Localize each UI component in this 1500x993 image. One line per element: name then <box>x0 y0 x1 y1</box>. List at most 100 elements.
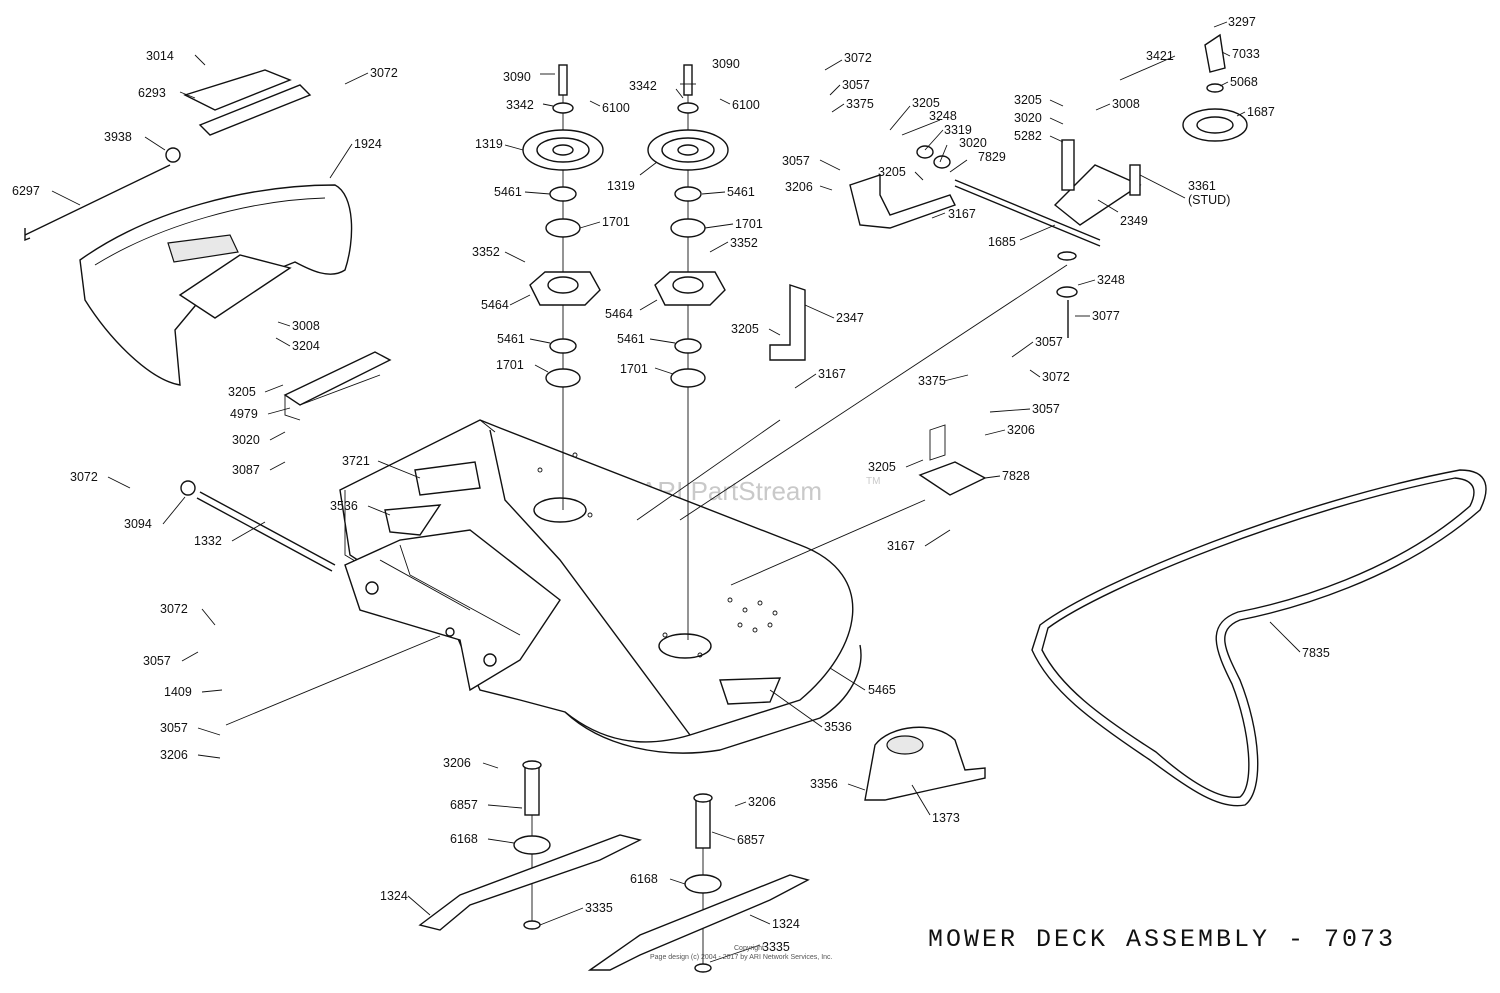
part-label: 3335 <box>585 901 613 915</box>
part-label: 3352 <box>472 245 500 259</box>
copyright-line1: Copyright <box>734 945 764 952</box>
part-label: 1409 <box>164 685 192 699</box>
part-label: 3421 <box>1146 49 1174 63</box>
part-label: 6168 <box>450 832 478 846</box>
part-label: 3057 <box>160 721 188 735</box>
part-label: 1324 <box>380 889 408 903</box>
part-label: 3020 <box>1014 111 1042 125</box>
watermark-tm: TM <box>866 476 880 487</box>
lift-rod <box>180 480 336 572</box>
mount-bracket <box>283 351 392 421</box>
part-label: 3375 <box>846 97 874 111</box>
part-label: 7828 <box>1002 469 1030 483</box>
part-label: 3204 <box>292 339 320 353</box>
part-label: 3536 <box>824 720 852 734</box>
part-label: 3072 <box>370 66 398 80</box>
part-label: 6857 <box>737 833 765 847</box>
leader-lines <box>51 21 1301 963</box>
part-label: 3248 <box>1097 273 1125 287</box>
part-label: 1701 <box>620 362 648 376</box>
belt-guide-bracket <box>769 284 806 361</box>
part-label: 5068 <box>1230 75 1258 89</box>
part-label: 3205 <box>878 165 906 179</box>
part-label: 1687 <box>1247 105 1275 119</box>
part-label: 3206 <box>748 795 776 809</box>
part-label: 6293 <box>138 86 166 100</box>
hinge-plate <box>24 69 312 242</box>
part-label: 3536 <box>330 499 358 513</box>
pivot-bracket <box>849 145 956 229</box>
part-label: 3356 <box>810 777 838 791</box>
blade-assembly-right <box>587 793 810 973</box>
part-label: 3008 <box>1112 97 1140 111</box>
copyright-line2: Page design (c) 2004 - 2017 by ARI Netwo… <box>650 954 833 961</box>
part-label: 3361 <box>1188 179 1216 193</box>
part-label: 5464 <box>605 307 633 321</box>
part-label: 3072 <box>1042 370 1070 384</box>
part-label: 7033 <box>1232 47 1260 61</box>
part-label: 3057 <box>1032 402 1060 416</box>
part-label: 3205 <box>912 96 940 110</box>
assembly-lines <box>225 264 1068 726</box>
part-label: 3205 <box>228 385 256 399</box>
part-label: 6857 <box>450 798 478 812</box>
part-label: 1319 <box>475 137 503 151</box>
part-label: 6100 <box>602 101 630 115</box>
part-label: 1685 <box>988 235 1016 249</box>
part-label: 4979 <box>230 407 258 421</box>
part-label: 3205 <box>731 322 759 336</box>
part-label: 5461 <box>494 185 522 199</box>
part-label: 3090 <box>712 57 740 71</box>
part-label: 5461 <box>727 185 755 199</box>
part-label: 1373 <box>932 811 960 825</box>
part-label: 3020 <box>232 433 260 447</box>
part-label: 3342 <box>629 79 657 93</box>
part-label: 3057 <box>143 654 171 668</box>
part-label: 3319 <box>944 123 972 137</box>
adjuster-bracket <box>918 424 987 496</box>
part-label: 3072 <box>844 51 872 65</box>
belt-cover <box>864 726 986 801</box>
part-label: 1701 <box>602 215 630 229</box>
idler-pulley <box>1182 33 1248 142</box>
part-label: 7835 <box>1302 646 1330 660</box>
part-label: 3167 <box>887 539 915 553</box>
part-label: 3020 <box>959 136 987 150</box>
front-hitch-bracket <box>344 529 561 692</box>
part-label: 3335 <box>762 940 790 954</box>
chute-deflector <box>79 184 353 386</box>
blade-assembly-left <box>418 760 643 931</box>
part-label: 3206 <box>785 180 813 194</box>
idler-arm-assembly <box>954 139 1142 338</box>
part-label: 5461 <box>497 332 525 346</box>
part-label: 3014 <box>146 49 174 63</box>
part-labels: 3297 7033 5068 1687 3421 3008 3205 3020 … <box>12 15 1330 954</box>
part-label: 1924 <box>354 137 382 151</box>
part-label: 5465 <box>868 683 896 697</box>
part-label: 3205 <box>1014 93 1042 107</box>
part-label: 3167 <box>948 207 976 221</box>
part-label: 3205 <box>868 460 896 474</box>
part-label: 3057 <box>842 78 870 92</box>
part-label: 2347 <box>836 311 864 325</box>
part-label: 3342 <box>506 98 534 112</box>
drive-belt <box>1031 469 1487 807</box>
part-label: 3008 <box>292 319 320 333</box>
part-label: 1319 <box>607 179 635 193</box>
part-label: 3094 <box>124 517 152 531</box>
part-label: 6168 <box>630 872 658 886</box>
part-label: 3057 <box>1035 335 1063 349</box>
part-label: 3057 <box>782 154 810 168</box>
part-label: (STUD) <box>1188 193 1230 207</box>
part-label: 3721 <box>342 454 370 468</box>
part-label: 3090 <box>503 70 531 84</box>
part-label: 3072 <box>160 602 188 616</box>
part-label: 1324 <box>772 917 800 931</box>
part-label: 3206 <box>160 748 188 762</box>
part-label: 6100 <box>732 98 760 112</box>
part-label: 5282 <box>1014 129 1042 143</box>
part-label: 3206 <box>443 756 471 770</box>
part-label: 1332 <box>194 534 222 548</box>
diagram-title: MOWER DECK ASSEMBLY - 7073 <box>928 925 1396 954</box>
